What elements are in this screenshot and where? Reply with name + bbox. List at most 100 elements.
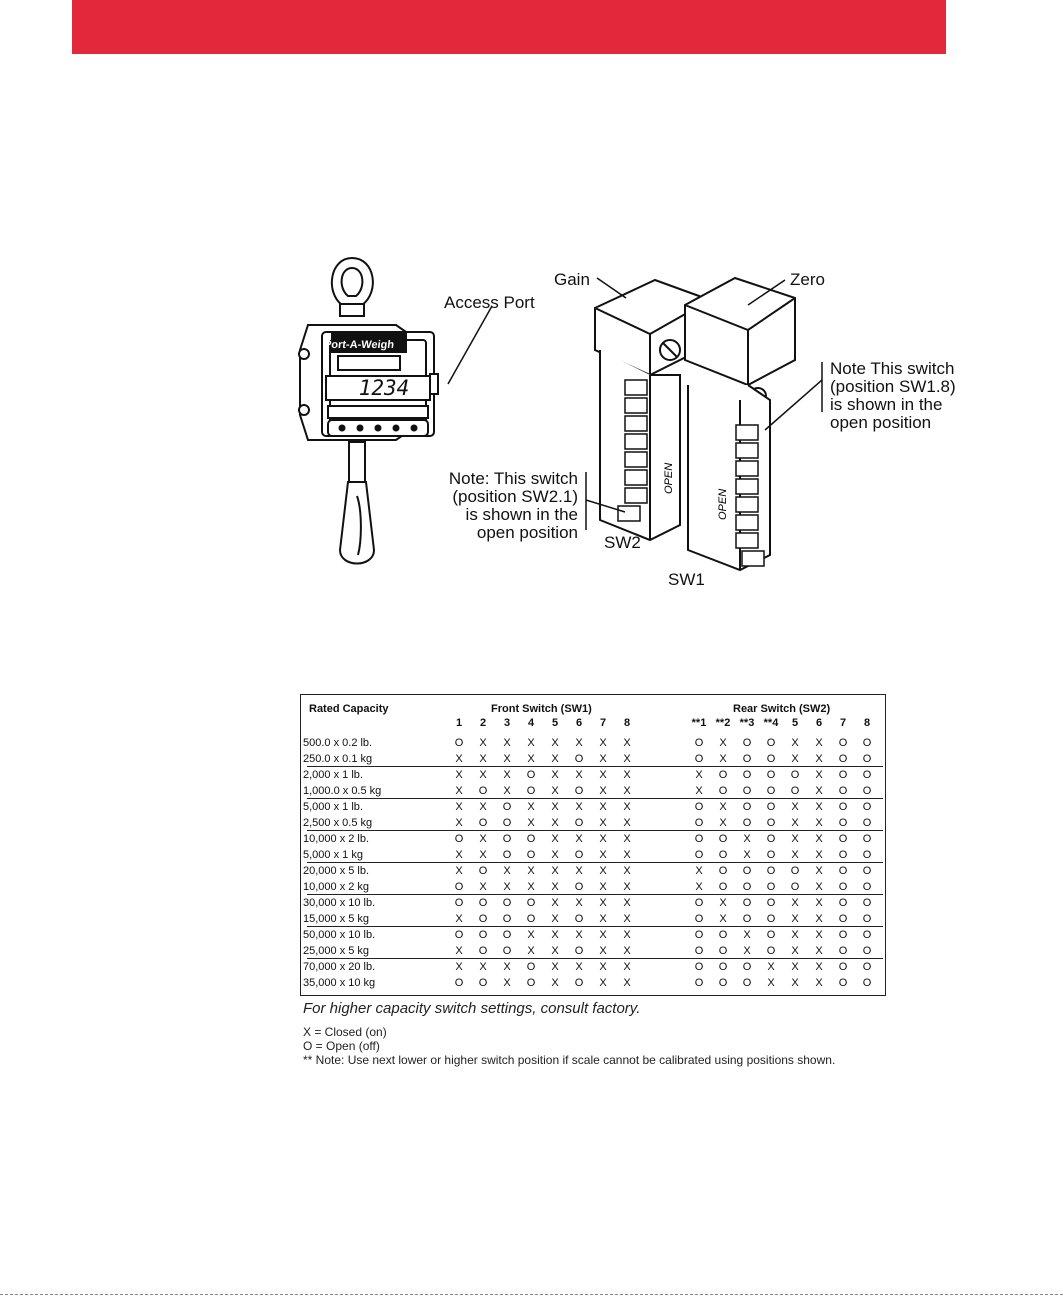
- group-divider: [307, 926, 883, 927]
- front-switch-cell: X: [599, 945, 607, 957]
- rear-switch-cell: O: [694, 737, 704, 749]
- rear-switch-cell: O: [862, 801, 872, 813]
- front-switch-cell: X: [599, 833, 607, 845]
- front-switch-cell: X: [575, 865, 583, 877]
- front-switch-cell: X: [551, 881, 559, 893]
- rear-switch-cell: X: [695, 769, 703, 781]
- front-switch-cell: X: [623, 833, 631, 845]
- rear-switch-cell: X: [791, 977, 799, 989]
- front-switch-cell: X: [623, 961, 631, 973]
- rated-capacity-cell: 2,000 x 1 lb.: [303, 769, 363, 781]
- rear-switch-cell: O: [838, 753, 848, 765]
- front-switch-cell: O: [526, 961, 536, 973]
- front-switch-cell: O: [574, 753, 584, 765]
- rear-switch-cell: O: [718, 977, 728, 989]
- rear-switch-cell: O: [742, 801, 752, 813]
- front-switch-cell: O: [526, 913, 536, 925]
- rated-capacity-cell: 25,000 x 5 kg: [303, 945, 370, 957]
- rear-switch-cell: X: [743, 833, 751, 845]
- rear-switch-cell: O: [766, 769, 776, 781]
- rear-switch-cell: O: [718, 961, 728, 973]
- rear-switch-cell: X: [719, 817, 727, 829]
- rear-switch-cell: O: [766, 801, 776, 813]
- front-switch-cell: O: [478, 977, 488, 989]
- rear-switch-cell: X: [815, 833, 823, 845]
- rear-switch-cell: X: [791, 801, 799, 813]
- rear-position-header: **3: [739, 717, 755, 729]
- rear-switch-cell: O: [838, 961, 848, 973]
- rear-switch-cell: O: [790, 769, 800, 781]
- front-position-header: 3: [503, 717, 511, 729]
- front-switch-cell: X: [575, 961, 583, 973]
- rear-switch-cell: O: [766, 849, 776, 861]
- rated-capacity-cell: 1,000.0 x 0.5 kg: [303, 785, 382, 797]
- rear-switch-cell: X: [743, 929, 751, 941]
- rear-switch-cell: O: [718, 785, 728, 797]
- front-position-header: 6: [575, 717, 583, 729]
- lower-higher-note: ** Note: Use next lower or higher switch…: [303, 1053, 836, 1067]
- rear-switch-cell: O: [718, 833, 728, 845]
- rear-switch-cell: O: [742, 769, 752, 781]
- rear-switch-cell: X: [815, 913, 823, 925]
- front-position-header: 4: [527, 717, 535, 729]
- front-switch-cell: O: [574, 945, 584, 957]
- scale-buttons: [338, 424, 418, 432]
- front-switch-cell: X: [551, 865, 559, 877]
- rear-switch-cell: X: [719, 913, 727, 925]
- rear-switch-cell: O: [742, 753, 752, 765]
- rear-switch-cell: O: [694, 945, 704, 957]
- rear-switch-cell: X: [791, 897, 799, 909]
- rear-switch-cell: O: [694, 977, 704, 989]
- rear-switch-cell: X: [791, 849, 799, 861]
- rear-switch-cell: X: [695, 865, 703, 877]
- rear-switch-cell: O: [742, 881, 752, 893]
- rear-switch-cell: X: [815, 753, 823, 765]
- rear-switch-cell: O: [718, 929, 728, 941]
- rear-switch-cell: X: [719, 737, 727, 749]
- rear-switch-cell: O: [742, 897, 752, 909]
- rear-switch-cell: O: [694, 753, 704, 765]
- group-divider: [307, 894, 883, 895]
- front-switch-cell: X: [551, 785, 559, 797]
- rear-switch-cell: X: [815, 929, 823, 941]
- rear-switch-cell: X: [791, 737, 799, 749]
- front-switch-cell: X: [455, 817, 463, 829]
- front-switch-cell: X: [623, 737, 631, 749]
- rated-capacity-cell: 500.0 x 0.2 lb.: [303, 737, 373, 749]
- rear-switch-cell: O: [838, 865, 848, 877]
- front-switch-cell: X: [479, 849, 487, 861]
- group-divider: [307, 766, 883, 767]
- front-switch-cell: X: [503, 977, 511, 989]
- rear-switch-cell: O: [862, 849, 872, 861]
- front-switch-cell: O: [502, 945, 512, 957]
- higher-capacity-note: For higher capacity switch settings, con…: [303, 1000, 641, 1017]
- rear-switch-cell: O: [862, 945, 872, 957]
- rear-position-header: 8: [863, 717, 871, 729]
- rear-switch-cell: O: [766, 753, 776, 765]
- front-switch-cell: O: [526, 897, 536, 909]
- front-switch-cell: O: [502, 801, 512, 813]
- rear-switch-cell: O: [862, 881, 872, 893]
- group-divider: [307, 798, 883, 799]
- rear-switch-cell: O: [766, 945, 776, 957]
- front-switch-cell: X: [479, 801, 487, 813]
- rear-switch-cell: O: [694, 833, 704, 845]
- front-switch-cell: X: [455, 913, 463, 925]
- rear-switch-cell: O: [718, 849, 728, 861]
- rated-capacity-cell: 250.0 x 0.1 kg: [303, 753, 373, 765]
- rear-switch-cell: X: [815, 961, 823, 973]
- sw2-note-line-1: Note: This switch: [449, 469, 578, 488]
- front-switch-cell: X: [527, 817, 535, 829]
- front-position-header: 2: [479, 717, 487, 729]
- front-switch-cell: X: [599, 801, 607, 813]
- rear-switch-cell: O: [838, 737, 848, 749]
- front-switch-cell: X: [575, 833, 583, 845]
- front-switch-cell: X: [599, 785, 607, 797]
- sw2-note-line-4: open position: [477, 523, 578, 542]
- front-switch-cell: X: [503, 865, 511, 877]
- rear-switch-cell: X: [791, 817, 799, 829]
